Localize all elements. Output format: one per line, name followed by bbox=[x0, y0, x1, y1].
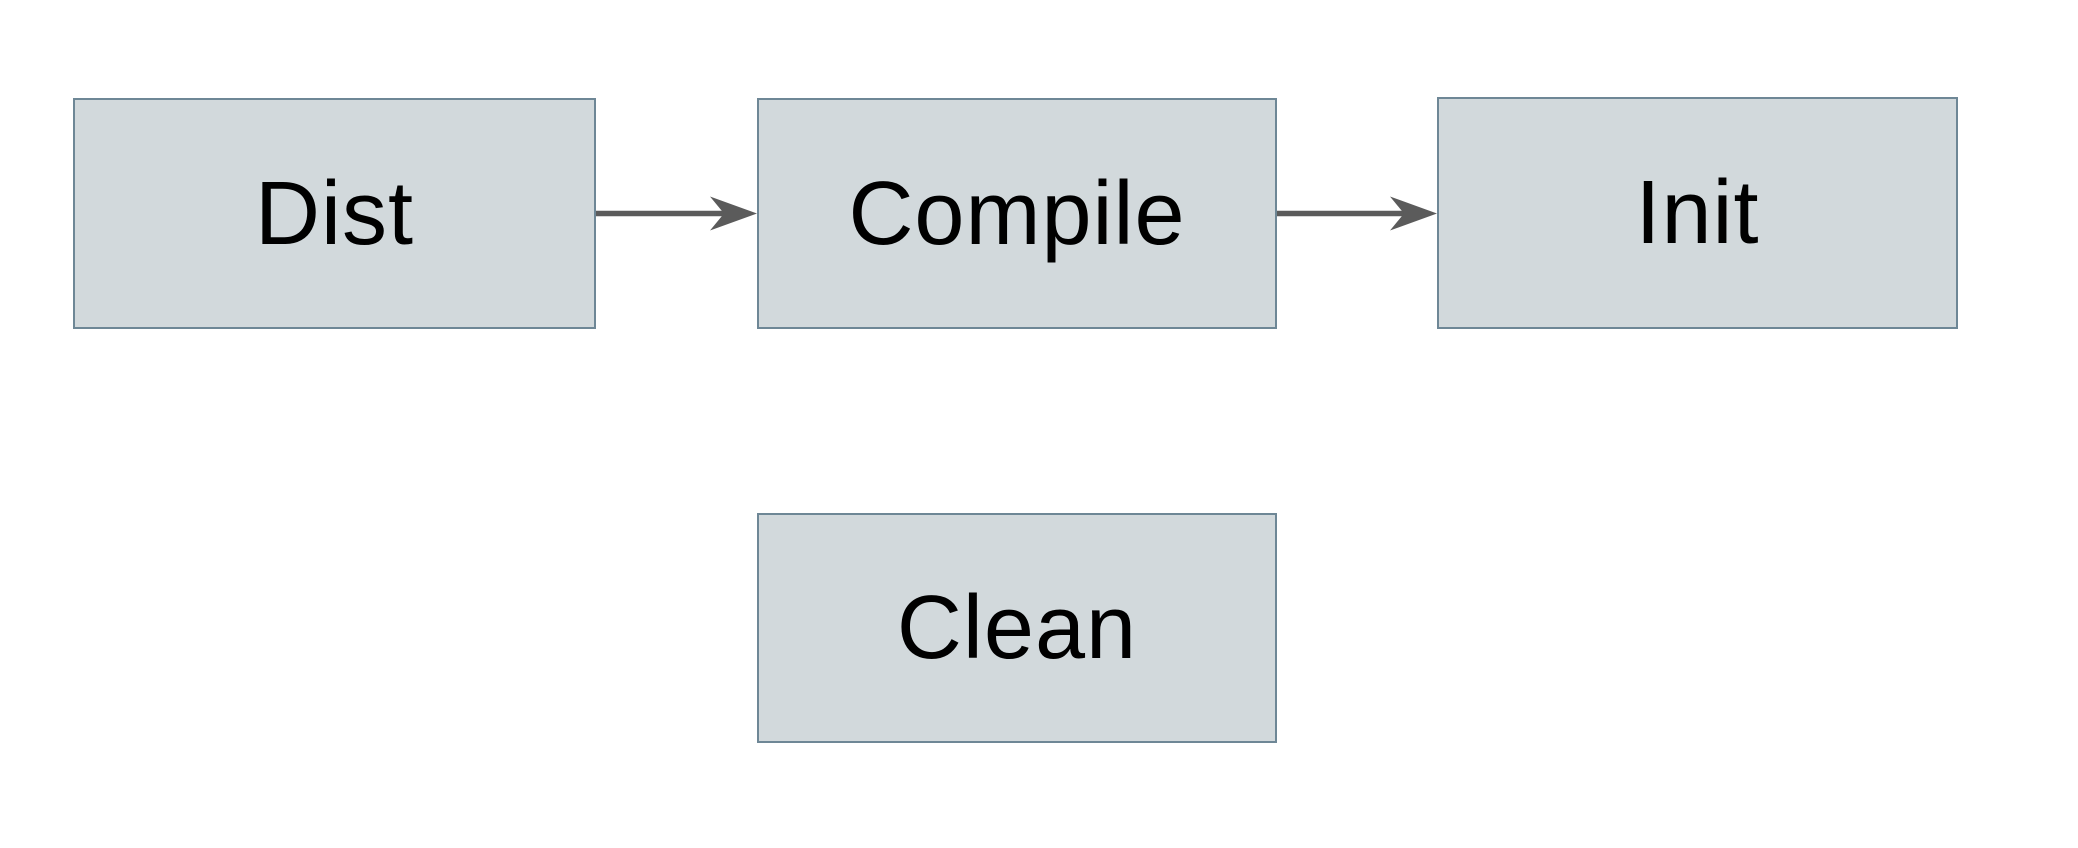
node-init[interactable]: Init bbox=[1437, 97, 1958, 329]
node-dist[interactable]: Dist bbox=[73, 98, 596, 329]
node-init-label: Init bbox=[1635, 163, 1760, 263]
node-compile[interactable]: Compile bbox=[757, 98, 1277, 329]
node-compile-label: Compile bbox=[848, 163, 1186, 264]
arrow-dist-to-compile[interactable] bbox=[596, 196, 757, 231]
node-clean[interactable]: Clean bbox=[757, 513, 1277, 743]
node-clean-label: Clean bbox=[896, 578, 1138, 678]
arrowhead-icon bbox=[710, 196, 757, 231]
arrowhead-icon bbox=[1390, 196, 1437, 231]
node-dist-label: Dist bbox=[255, 163, 414, 264]
arrow-compile-to-init[interactable] bbox=[1277, 196, 1437, 231]
